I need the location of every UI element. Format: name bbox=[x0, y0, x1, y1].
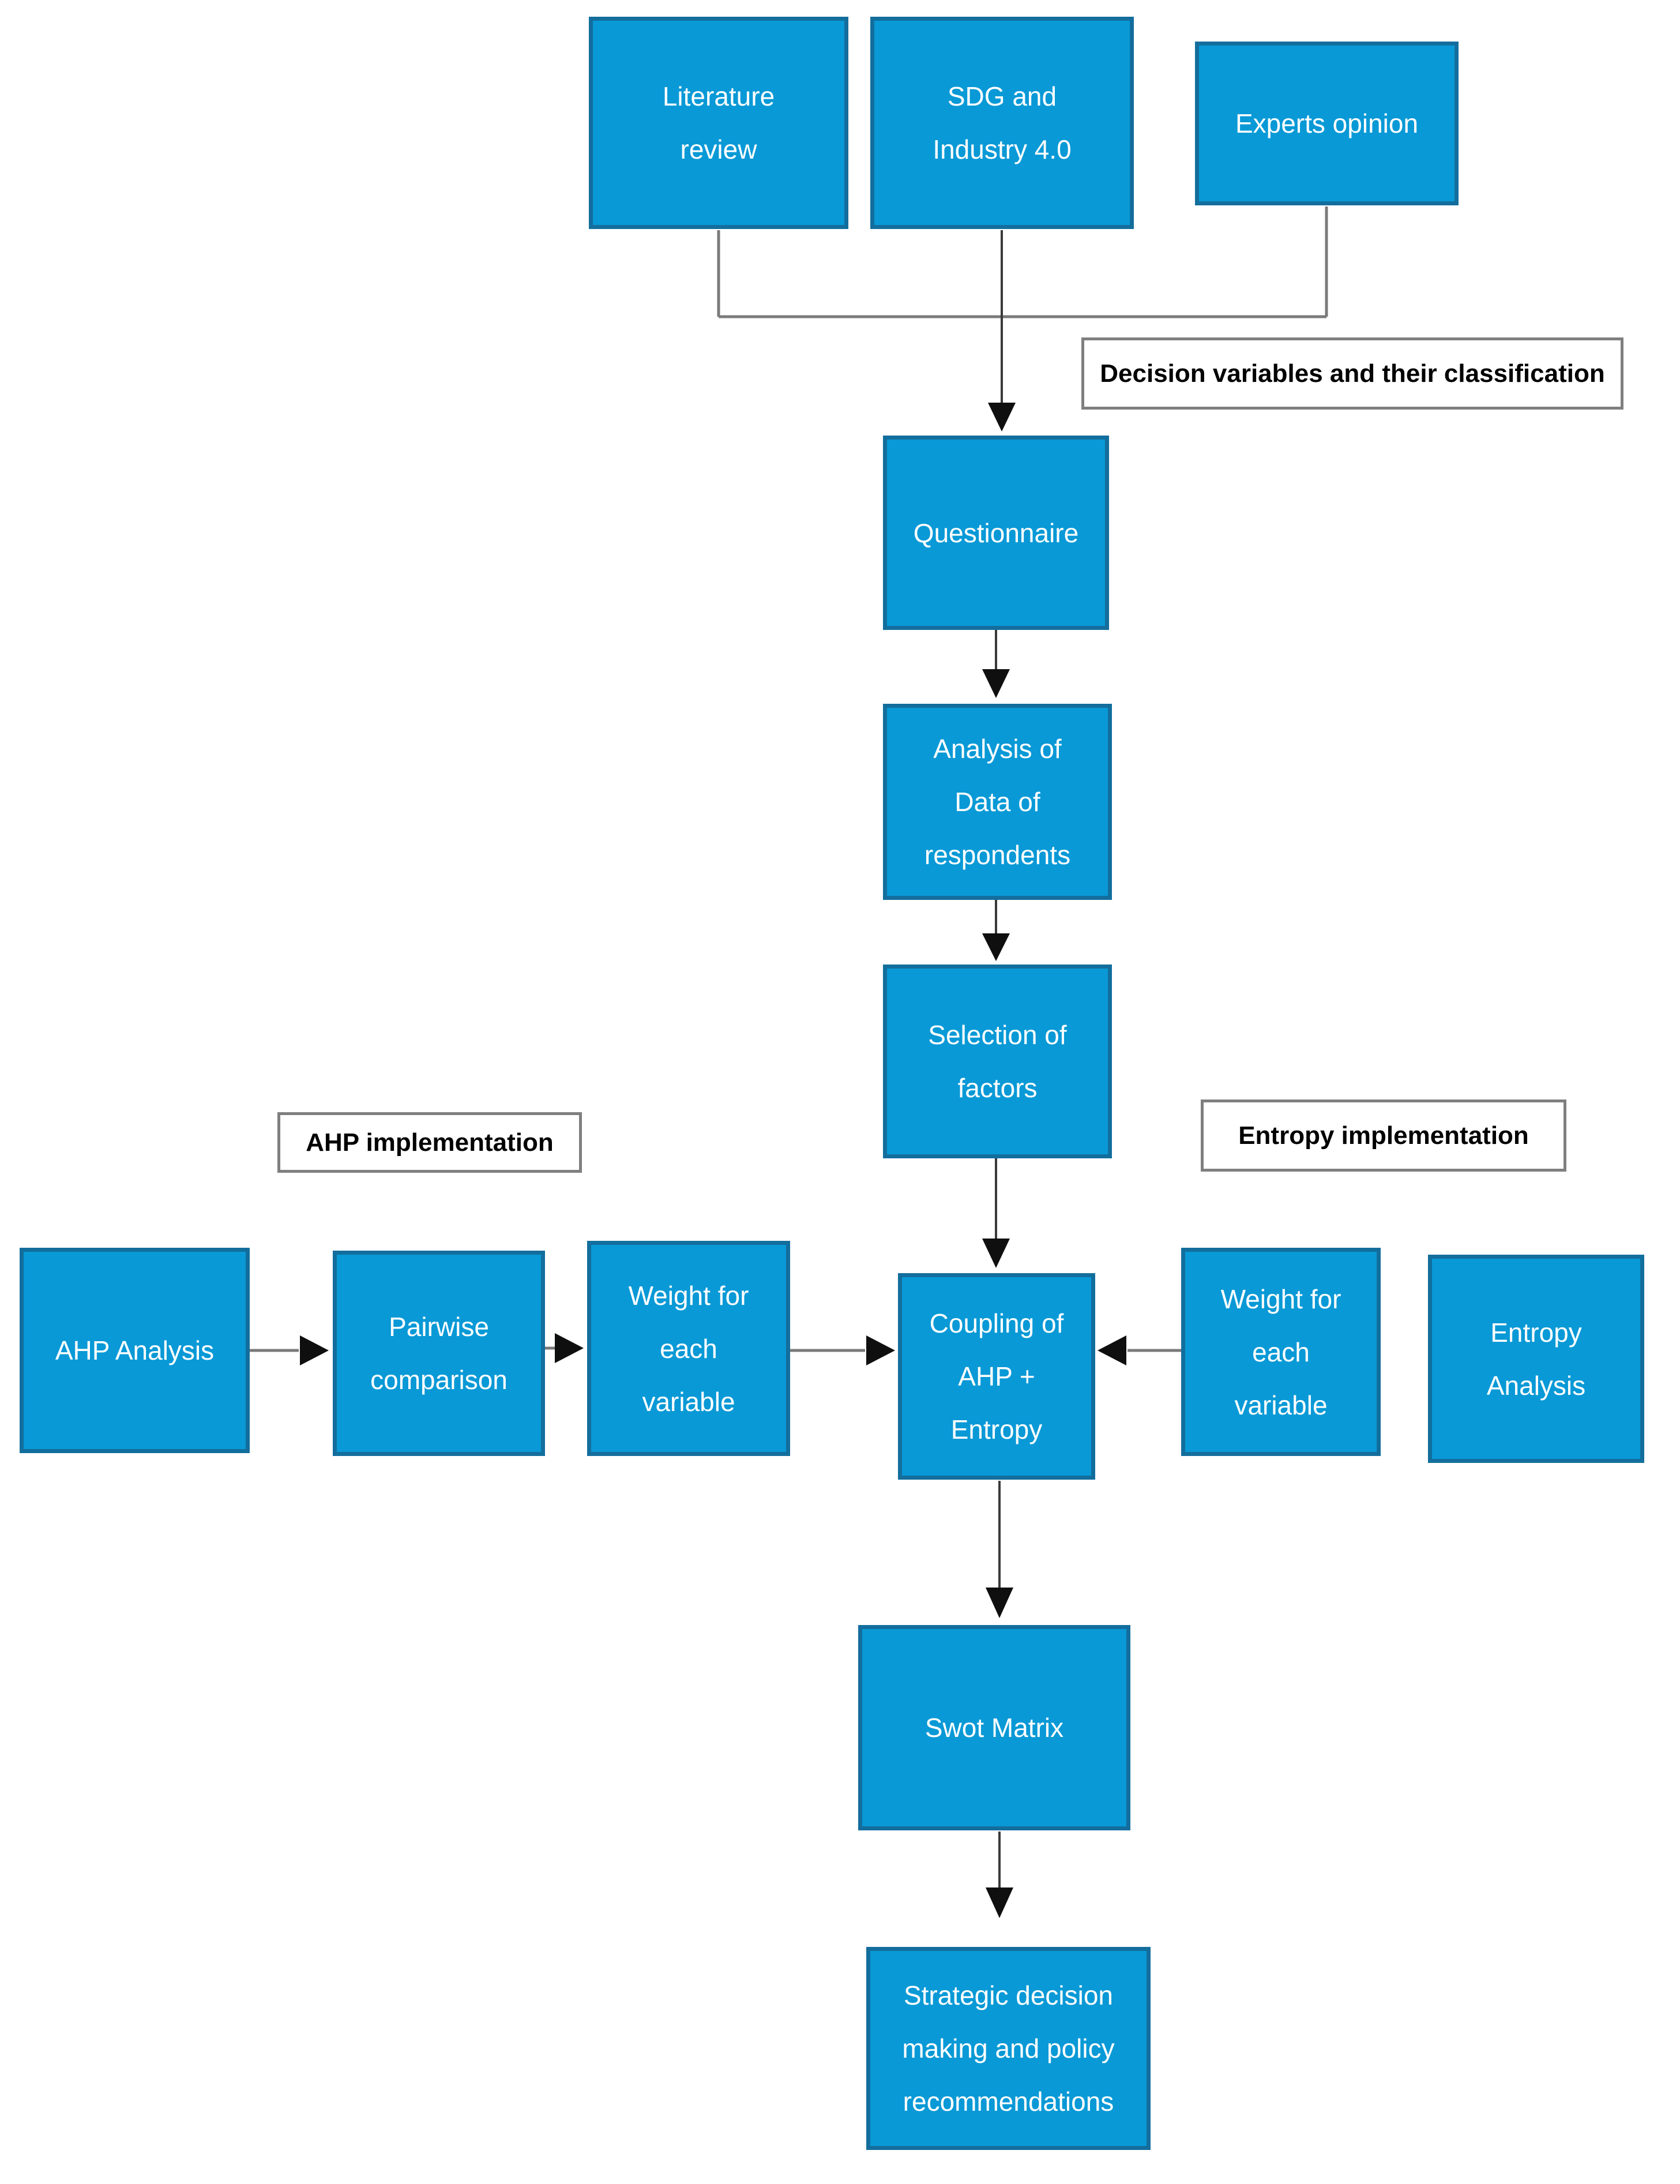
connector-sdg-to-questionnaire bbox=[988, 230, 1016, 431]
connector-coupling-to-swot bbox=[986, 1481, 1013, 1618]
connector-questionnaire-to-analysis bbox=[982, 630, 1010, 698]
node-literature-review: Literature review bbox=[589, 17, 848, 229]
node-coupling-ahp-entropy: Coupling of AHP + Entropy bbox=[898, 1273, 1095, 1480]
label-entropy-implementation: Entropy implementation bbox=[1201, 1099, 1566, 1172]
connector-pairwise-to-weight bbox=[545, 1333, 584, 1363]
node-selection-of-factors: Selection of factors bbox=[883, 965, 1112, 1158]
node-pairwise-comparison: Pairwise comparison bbox=[333, 1251, 545, 1456]
node-sdg-industry: SDG and Industry 4.0 bbox=[870, 17, 1134, 229]
node-swot-matrix: Swot Matrix bbox=[858, 1625, 1130, 1830]
connector-analysis-to-selection bbox=[982, 900, 1010, 961]
label-ahp-implementation: AHP implementation bbox=[277, 1112, 582, 1173]
node-questionnaire: Questionnaire bbox=[883, 436, 1109, 630]
connector-ahp-to-pairwise bbox=[250, 1335, 329, 1365]
node-ahp-analysis: AHP Analysis bbox=[20, 1248, 250, 1453]
connector-swot-to-strategic bbox=[986, 1832, 1013, 1918]
label-decision-variables: Decision variables and their classificat… bbox=[1081, 337, 1623, 410]
connector-weightright-to-coupling bbox=[1098, 1335, 1181, 1365]
connector-weight-to-coupling bbox=[790, 1335, 895, 1365]
node-weight-each-variable-entropy: Weight for each variable bbox=[1181, 1248, 1381, 1456]
node-analysis-of-data: Analysis of Data of respondents bbox=[883, 704, 1112, 900]
node-experts-opinion: Experts opinion bbox=[1195, 42, 1459, 205]
node-entropy-analysis: Entropy Analysis bbox=[1428, 1255, 1644, 1463]
node-strategic-decision: Strategic decision making and policy rec… bbox=[866, 1947, 1151, 2150]
node-weight-each-variable-ahp: Weight for each variable bbox=[587, 1241, 790, 1456]
connector-selection-to-coupling bbox=[982, 1158, 1010, 1268]
